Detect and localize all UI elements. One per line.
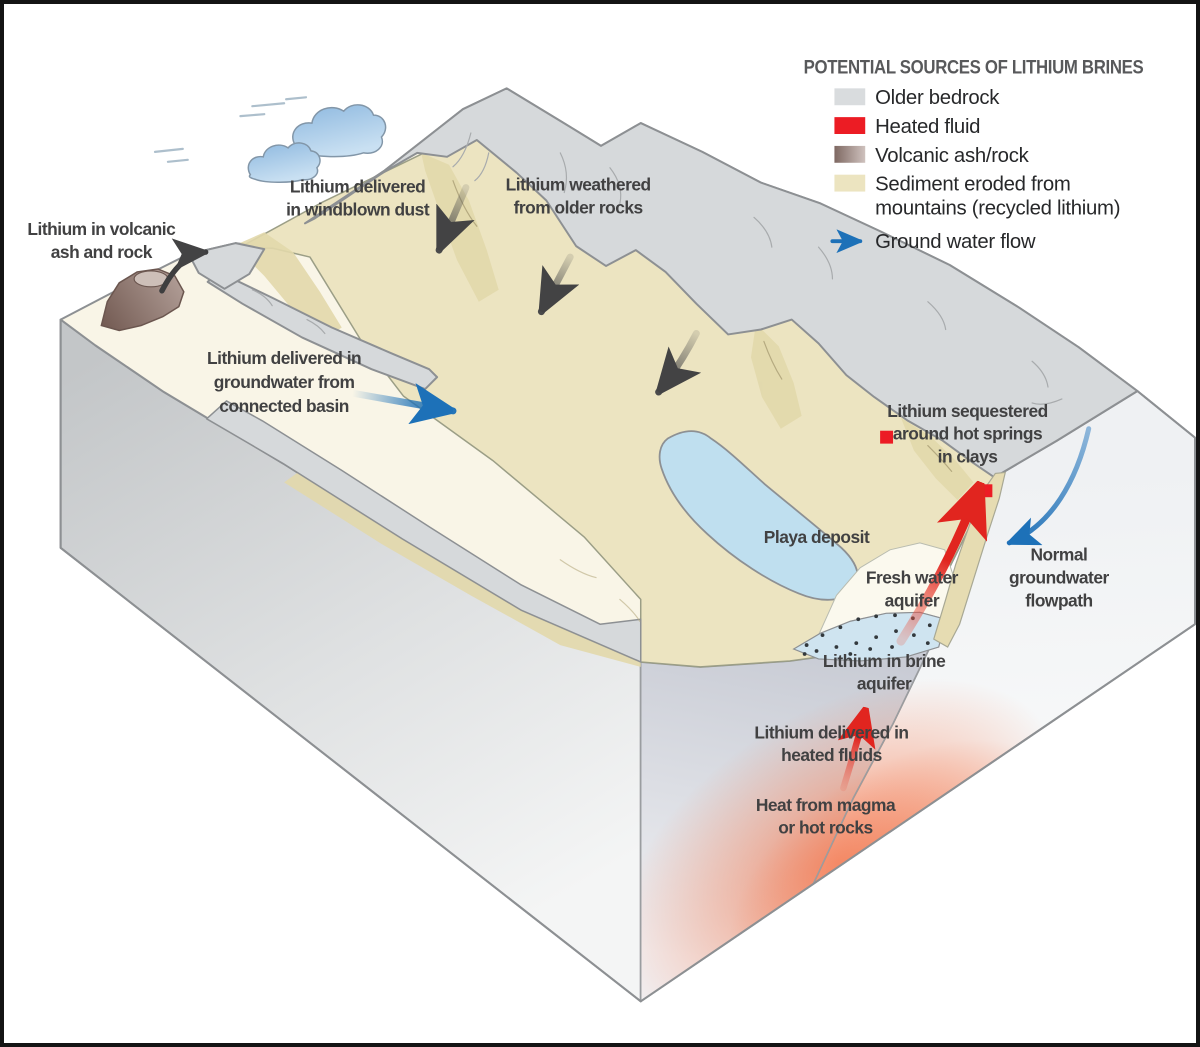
label-volcanic-ash: Lithium in volcanic (27, 219, 176, 239)
crack-line (559, 152, 568, 194)
label-sequestered: Lithium sequestered (887, 401, 1047, 421)
legend-label-groundwater-flow: Ground water flow (875, 231, 1036, 253)
label-weathered: from older rocks (514, 197, 643, 217)
wind-lines (153, 96, 308, 163)
legend-swatch-volcanic-ash (834, 145, 866, 163)
wind-line (166, 158, 189, 163)
dust-clouds (153, 96, 387, 183)
label-fresh-water: aquifer (885, 590, 940, 610)
bedrock-saddle-patch (187, 242, 266, 290)
label-playa: Playa deposit (764, 527, 870, 547)
groundwater-inflow-arrow (348, 393, 453, 411)
fan-channel (559, 559, 597, 579)
crack-line (452, 132, 472, 168)
legend-label-older-bedrock: Older bedrock (875, 87, 1000, 109)
heated-fluid-arrow (896, 486, 979, 646)
fan-shape (237, 232, 342, 342)
volcanic-ash-arrow (159, 252, 209, 294)
label-groundwater-basin: groundwater from (214, 372, 355, 392)
legend-swatch-heated-fluid (834, 117, 866, 134)
hot-spring-marker (880, 430, 894, 444)
label-sequestered: around hot springs (893, 424, 1042, 444)
crack-line (306, 318, 326, 335)
label-sequestered: in clays (938, 446, 998, 466)
normal-flowpath-arrow (1009, 426, 1092, 546)
legend-label-heated-fluid: Heated fluid (875, 116, 980, 138)
label-heated-fluids: Lithium delivered in (754, 722, 908, 742)
crack-line (1031, 360, 1049, 388)
crack-line (474, 152, 490, 182)
back-mountain-range (303, 87, 1139, 479)
label-heat-magma: Heat from magma (756, 795, 896, 815)
fault-line (812, 638, 935, 884)
crack-line (609, 167, 622, 205)
label-weathered: Lithium weathered (506, 175, 651, 195)
legend-label-sediment-line2: mountains (recycled lithium) (875, 197, 1120, 219)
label-windblown: in windblown dust (286, 199, 430, 219)
legend-swatch-older-bedrock (834, 88, 866, 106)
lithium-brines-diagram: Lithium in volcanic ash and rock Lithium… (27, 56, 1196, 1003)
crack-line (927, 301, 947, 331)
crack-line (817, 246, 834, 280)
label-windblown: Lithium delivered (290, 177, 425, 197)
label-groundwater-basin: Lithium delivered in (207, 348, 361, 368)
heated-fluid-arrow (843, 711, 865, 792)
arrows (159, 184, 1092, 792)
windblown-dust-arrow (435, 184, 466, 251)
label-groundwater-basin: connected basin (219, 396, 349, 416)
wind-line (251, 102, 286, 108)
weathering-arrow (537, 253, 570, 312)
wind-line (153, 147, 184, 153)
crack-line (753, 216, 773, 248)
label-heat-magma: or hot rocks (778, 818, 872, 838)
fan-channel (619, 598, 641, 622)
wind-line (239, 113, 266, 118)
label-normal-flowpath: Normal (1030, 545, 1087, 565)
label-normal-flowpath: groundwater (1009, 568, 1109, 588)
label-volcanic-ash: ash and rock (51, 242, 153, 262)
fault-outcrop-strip (933, 471, 1007, 648)
fan-channel (927, 445, 953, 472)
cloud-icon (247, 142, 321, 183)
label-brine-aquifer: aquifer (857, 674, 912, 694)
brine-aquifer-dots (802, 613, 944, 656)
legend-swatch-sediment (834, 174, 866, 192)
label-normal-flowpath: flowpath (1025, 590, 1092, 610)
block-outer-edges (59, 319, 1196, 1003)
label-fresh-water: Fresh water (866, 568, 959, 588)
crack-line (1031, 398, 1063, 405)
diagram-labels: Lithium in volcanic ash and rock Lithium… (27, 175, 1110, 838)
front-slope-band (205, 400, 642, 663)
label-heated-fluids: heated fluids (781, 745, 882, 765)
crack-line (251, 289, 273, 307)
legend: POTENTIAL SOURCES OF LITHIUM BRINES Olde… (804, 56, 1144, 253)
legend-title: POTENTIAL SOURCES OF LITHIUM BRINES (804, 56, 1144, 78)
fan-channel (763, 340, 783, 380)
label-brine-aquifer: Lithium in brine (823, 651, 946, 671)
legend-label-sediment: Sediment eroded from (875, 174, 1070, 196)
legend-label-volcanic-ash: Volcanic ash/rock (875, 145, 1029, 167)
wind-line (285, 96, 308, 101)
fan-shape (750, 323, 802, 429)
weathering-arrow (659, 329, 697, 392)
